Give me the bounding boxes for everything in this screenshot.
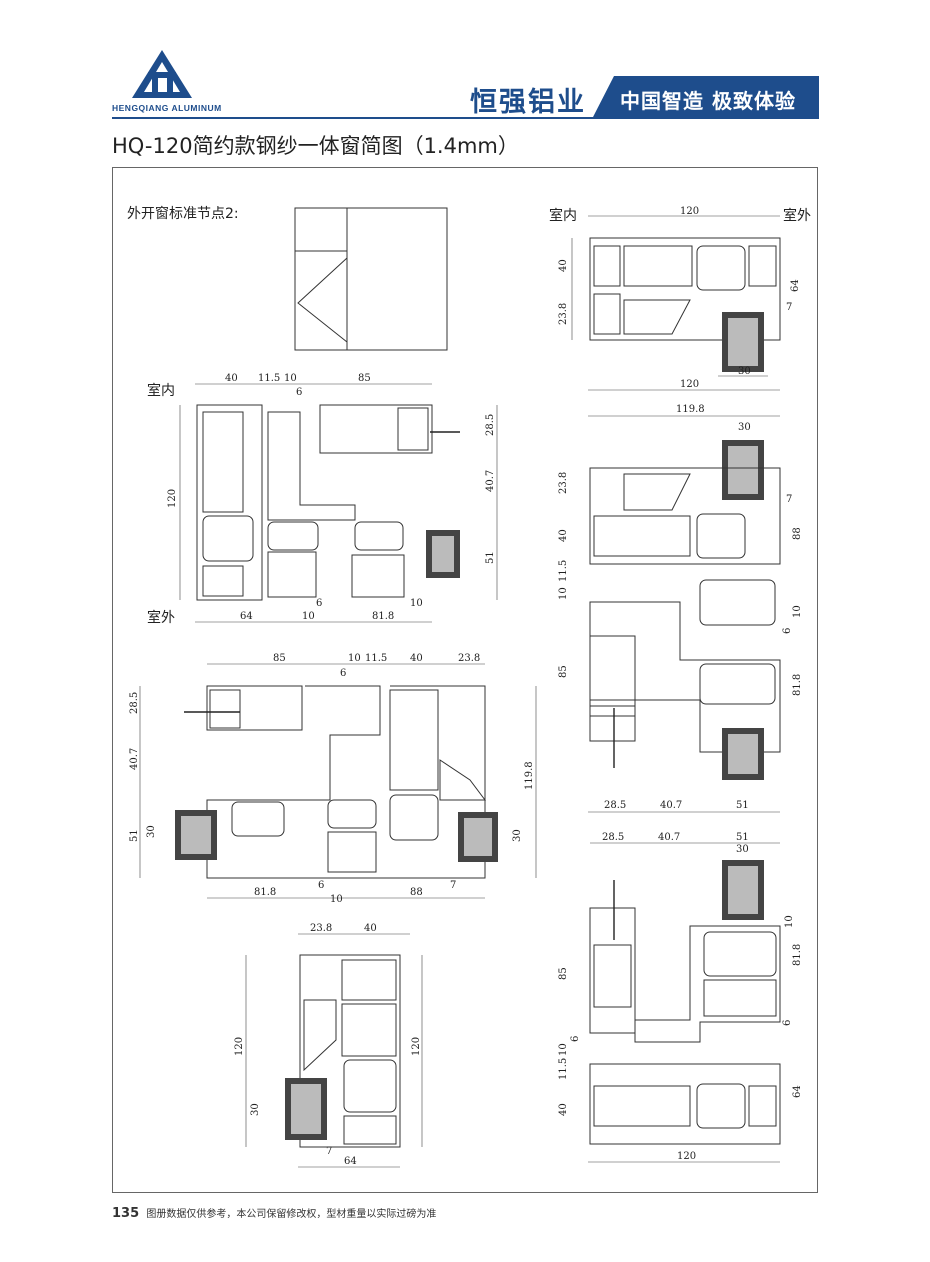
dim-label: 40.7 [485, 470, 496, 492]
dim-label: 119.8 [524, 761, 535, 790]
dim-label: 23.8 [458, 653, 480, 664]
dim-label: 30 [738, 366, 751, 377]
node-title: 外开窗标准节点2: [127, 205, 239, 222]
dim-label: 40 [558, 259, 569, 272]
dim-label: 40 [364, 923, 377, 934]
dim-label: 7 [786, 494, 792, 505]
dim-label: 40.7 [658, 832, 680, 843]
outdoor-label: 室外 [783, 207, 811, 224]
dim-label: 40 [225, 373, 238, 384]
dim-label: 6 [340, 668, 346, 679]
logo-mark-icon [132, 50, 192, 98]
dim-label: 85 [558, 967, 569, 980]
dim-label: 7 [786, 302, 792, 313]
dim-label: 85 [273, 653, 286, 664]
dim-label: 120 [411, 1037, 422, 1056]
page-number: 135 [112, 1206, 140, 1221]
dim-label: 11.5 [365, 653, 387, 664]
dim-label: 10 [284, 373, 297, 384]
footer-note: 图册数据仅供参考，本公司保留修改权，型材重量以实际过磅为准 [146, 1209, 437, 1220]
header-divider [112, 117, 819, 119]
dim-label: 10 [330, 894, 343, 905]
dim-label: 7 [326, 1146, 332, 1157]
dim-label: 40 [410, 653, 423, 664]
logo-text: HENGQIANG ALUMINUM [112, 103, 222, 113]
dim-label: 23.8 [558, 472, 569, 494]
dim-label: 120 [167, 489, 178, 508]
section-middle-right: 119.8 30 23.8 7 40 88 11.5 10 10 6 85 81… [558, 404, 803, 813]
dim-label: 10 [348, 653, 361, 664]
dim-label: 11.5 [558, 560, 569, 582]
dim-label: 30 [146, 825, 157, 838]
dim-label: 11.5 [558, 1058, 569, 1080]
dim-label: 81.8 [254, 887, 276, 898]
dim-label: 6 [316, 598, 322, 609]
dim-label: 81.8 [792, 674, 803, 696]
section-bottom-left: 23.8 40 120 120 30 7 64 [234, 923, 423, 1168]
indoor-label: 室内 [549, 207, 577, 224]
dim-label: 120 [680, 206, 699, 217]
dim-label: 23.8 [310, 923, 332, 934]
dim-label: 23.8 [558, 303, 569, 325]
dim-label: 85 [558, 665, 569, 678]
dim-label: 28.5 [485, 414, 496, 436]
dim-label: 88 [410, 887, 423, 898]
dim-label: 120 [677, 1151, 696, 1162]
dim-label: 7 [450, 880, 456, 891]
dim-label: 120 [680, 379, 699, 390]
dim-label: 64 [790, 279, 801, 292]
dim-label: 6 [318, 880, 324, 891]
dim-label: 11.5 [258, 373, 280, 384]
dim-label: 30 [736, 844, 749, 855]
dim-label: 28.5 [604, 800, 626, 811]
dim-label: 10 [784, 915, 795, 928]
dim-label: 51 [129, 829, 140, 842]
dim-label: 40 [558, 1103, 569, 1116]
dim-label: 51 [485, 551, 496, 564]
dim-label: 6 [570, 1036, 581, 1042]
dim-label: 64 [240, 611, 253, 622]
page-title: HQ-120简约款钢纱一体窗简图（1.4mm） [112, 134, 519, 158]
dim-label: 6 [782, 1020, 793, 1026]
dim-label: 40.7 [129, 748, 140, 770]
dim-label: 51 [736, 800, 749, 811]
outdoor-label: 室外 [147, 609, 175, 626]
slogan-banner: 中国智造 极致体验 [592, 76, 819, 119]
dim-label: 30 [250, 1103, 261, 1116]
dim-label: 30 [738, 422, 751, 433]
dim-label: 28.5 [602, 832, 624, 843]
page-footer: 135 图册数据仅供参考，本公司保留修改权，型材重量以实际过磅为准 [112, 1205, 436, 1221]
section-top-right: 室内 室外 120 40 23.8 64 7 30 120 [549, 206, 811, 391]
indoor-label: 室内 [147, 382, 175, 399]
company-logo: HENGQIANG ALUMINUM [112, 48, 222, 118]
dim-label: 119.8 [676, 404, 705, 415]
dim-label: 40 [558, 529, 569, 542]
dim-label: 10 [792, 605, 803, 618]
dim-label: 88 [792, 527, 803, 540]
dim-label: 64 [792, 1085, 803, 1098]
dim-label: 6 [296, 387, 302, 398]
dim-label: 81.8 [372, 611, 394, 622]
slogan-text: 中国智造 极致体验 [620, 89, 796, 113]
dim-label: 40.7 [660, 800, 682, 811]
dim-label: 30 [512, 829, 523, 842]
dim-label: 51 [736, 832, 749, 843]
dim-label: 64 [344, 1156, 357, 1167]
dim-label: 6 [782, 628, 793, 634]
dim-label: 81.8 [792, 944, 803, 966]
brand-name: 恒强铝业 [470, 87, 586, 118]
dim-label: 28.5 [129, 692, 140, 714]
dim-label: 10 [410, 598, 423, 609]
dim-label: 120 [234, 1037, 245, 1056]
dim-label: 10 [302, 611, 315, 622]
section-middle-left: 室内 室外 40 11.5 10 85 6 120 28.5 40.7 51 6… [147, 373, 498, 626]
dim-label: 85 [358, 373, 371, 384]
dim-label: 10 [558, 587, 569, 600]
drawing-frame [112, 167, 818, 1193]
section-center: 85 10 11.5 40 23.8 6 28.5 40.7 51 30 119… [129, 653, 537, 905]
section-bottom-right: 28.5 40.7 51 30 85 10 81.8 6 6 10 11.5 4… [558, 832, 803, 1163]
window-elevation-diagram [294, 207, 448, 351]
dim-label: 10 [558, 1043, 569, 1056]
